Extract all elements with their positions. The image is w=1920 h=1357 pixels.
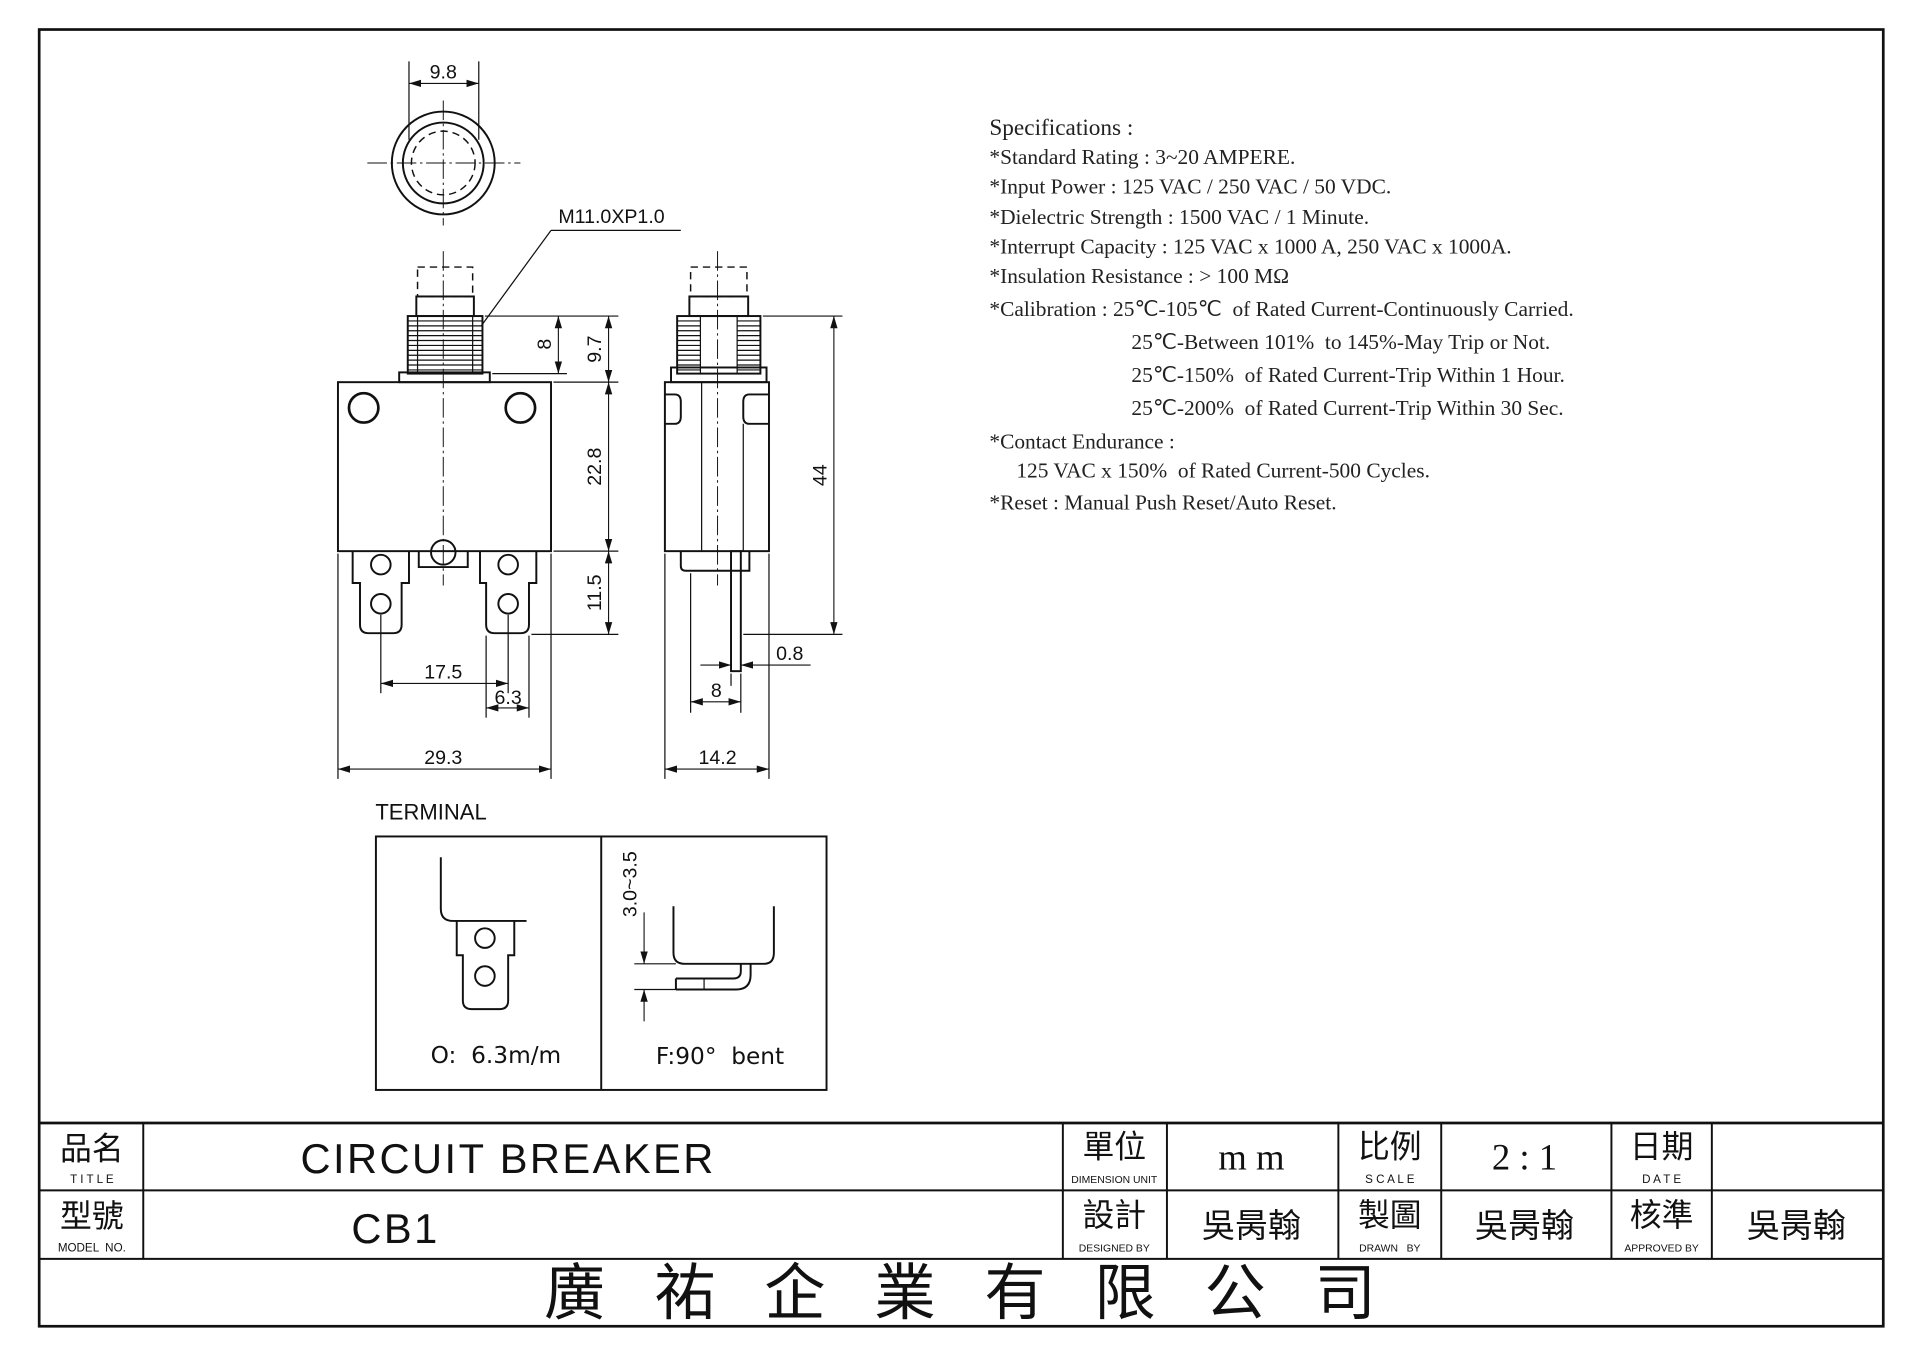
title-value: CIRCUIT BREAKER: [301, 1135, 716, 1182]
drawn-by-label-en: DRAWN BY: [1359, 1244, 1420, 1255]
thread-lines: [677, 320, 761, 371]
terminal-right-hole-lower: [497, 593, 519, 615]
title-label-zh: 品名: [60, 1130, 124, 1168]
terminal-option-bent: 3.0~3.5 F:90° bent: [620, 851, 784, 1070]
company-name: 廣 祐 企 業 有 限 公 司: [544, 1258, 1390, 1329]
designed-by-label-zh: 設計: [1082, 1196, 1146, 1234]
specifications: Specifications : *Standard Rating : 3~20…: [989, 115, 1573, 515]
front-view-vertical-dimensions: 8 9.7 22.8 11.5: [484, 315, 619, 636]
dim-terminal-width-text: 6.3: [495, 687, 522, 709]
model-value: CB1: [351, 1205, 439, 1252]
title-label-en: T I T L E: [70, 1173, 114, 1186]
straight-terminal-label: O: 6.3m/m: [431, 1042, 562, 1069]
dim-terminal-thickness-text: 0.8: [776, 643, 803, 665]
dim-body-width-text: 29.3: [424, 747, 462, 769]
drawn-by-value: 吳昺翰: [1475, 1206, 1574, 1245]
spec-line: *Dielectric Strength : 1500 VAC / 1 Minu…: [989, 205, 1369, 229]
side-view: [663, 251, 770, 673]
designed-by-label-en: DESIGNED BY: [1079, 1244, 1150, 1255]
model-label-en: MODEL NO.: [58, 1242, 126, 1255]
spec-line: 25℃-200% of Rated Current-Trip Within 30…: [1131, 396, 1563, 420]
date-label-en: D A T E: [1642, 1173, 1681, 1186]
dim-terminal-pitch-text: 17.5: [424, 662, 462, 684]
unit-label-en: DIMENSION UNIT: [1071, 1175, 1158, 1186]
bent-terminal: [674, 963, 752, 991]
scale-label-zh: 比例: [1358, 1127, 1422, 1165]
spec-line: 25℃-Between 101% to 145%-May Trip or Not…: [1131, 330, 1550, 354]
sheet-border: [37, 28, 1885, 1328]
dim-terminal-length-text: 11.5: [584, 574, 606, 611]
terminal-right-hole-upper: [497, 553, 519, 576]
thread-lines: [407, 320, 483, 371]
thread-callout-leader: [480, 229, 552, 327]
body-ear-right: [742, 393, 769, 425]
thread-spec-text: M11.0XP1.0: [558, 206, 664, 228]
spec-line: *Reset : Manual Push Reset/Auto Reset.: [989, 491, 1336, 515]
side-view-dimensions: 44 0.8 8 14.2: [664, 315, 843, 779]
straight-terminal-tab: [455, 920, 516, 1011]
terminal-left-hole-lower: [370, 593, 392, 615]
straight-terminal-hole-upper: [474, 927, 496, 949]
button-extended-hidden: [689, 266, 748, 298]
dim-bend-height-text: 3.0~3.5: [620, 851, 642, 917]
breaker-body: [336, 381, 552, 553]
body-bottom-boss: [417, 551, 469, 569]
front-view-horizontal-dimensions: 17.5 6.3 29.3: [337, 553, 552, 779]
terminal-side: [730, 550, 742, 673]
bent-terminal-label: F:90° bent: [656, 1043, 784, 1070]
dim-button-height-text: 9.7: [584, 336, 606, 363]
body-outline: [672, 906, 775, 965]
body-ear-left: [664, 393, 682, 425]
spec-line: *Insulation Resistance : > 100 MΩ: [989, 264, 1289, 288]
spec-line: *Calibration : 25℃-105℃ of Rated Current…: [989, 297, 1573, 321]
specifications-heading: Specifications :: [989, 115, 1133, 141]
button-extended-hidden: [416, 266, 474, 298]
date-label-zh: 日期: [1630, 1127, 1694, 1165]
terminal-left-hole-upper: [370, 553, 392, 576]
spec-line: *Standard Rating : 3~20 AMPERE.: [989, 145, 1295, 169]
spec-line: *Contact Endurance :: [989, 429, 1174, 453]
approved-by-label-zh: 核準: [1630, 1196, 1694, 1234]
unit-value: m m: [1218, 1137, 1284, 1178]
button-cap: [688, 295, 750, 318]
dim-diameter-text: 9.8: [430, 62, 457, 84]
approved-by-value: 吳昺翰: [1747, 1206, 1846, 1245]
spec-line: 25℃-150% of Rated Current-Trip Within 1 …: [1131, 363, 1564, 387]
designed-by-value: 吳昺翰: [1202, 1206, 1301, 1245]
dim-thread-length-text: 8: [534, 339, 556, 350]
spec-line: *Interrupt Capacity : 125 VAC x 1000 A, …: [989, 235, 1511, 259]
terminal-options: TERMINAL O: 6.3m/m 3.0~3.5 F:90° bent: [374, 799, 828, 1091]
body-edge: [439, 857, 527, 922]
dim-body-depth-text: 14.2: [698, 747, 736, 769]
top-view: 9.8: [367, 61, 521, 226]
front-view: [336, 251, 552, 635]
terminal-option-straight: O: 6.3m/m: [431, 857, 562, 1069]
title-block: 品名 T I T L E CIRCUIT BREAKER 單位 DIMENSIO…: [39, 1121, 1884, 1329]
breaker-body-side: [663, 381, 770, 553]
approved-by-label-en: APPROVED BY: [1624, 1244, 1699, 1255]
body-bottom-boss: [679, 551, 751, 572]
mounting-hole-right: [504, 391, 537, 424]
straight-terminal-hole-lower: [474, 965, 496, 987]
dim-body-height-text: 22.8: [584, 448, 606, 486]
spec-line: *Input Power : 125 VAC / 250 VAC / 50 VD…: [989, 175, 1391, 199]
terminal-heading: TERMINAL: [375, 799, 486, 824]
mounting-hole-left: [347, 391, 380, 424]
dim-overall-height-text: 44: [810, 464, 832, 486]
model-label-zh: 型號: [60, 1197, 124, 1235]
dim-terminal-offset-text: 8: [711, 680, 722, 702]
thread-callout: M11.0XP1.0: [480, 206, 681, 327]
spec-line: 125 VAC x 150% of Rated Current-500 Cycl…: [1016, 459, 1430, 483]
drawn-by-label-zh: 製圖: [1358, 1196, 1422, 1234]
button-cap: [415, 295, 475, 318]
scale-value: 2 : 1: [1492, 1137, 1557, 1178]
unit-label-zh: 單位: [1082, 1127, 1146, 1165]
scale-label-en: S C A L E: [1365, 1173, 1415, 1186]
